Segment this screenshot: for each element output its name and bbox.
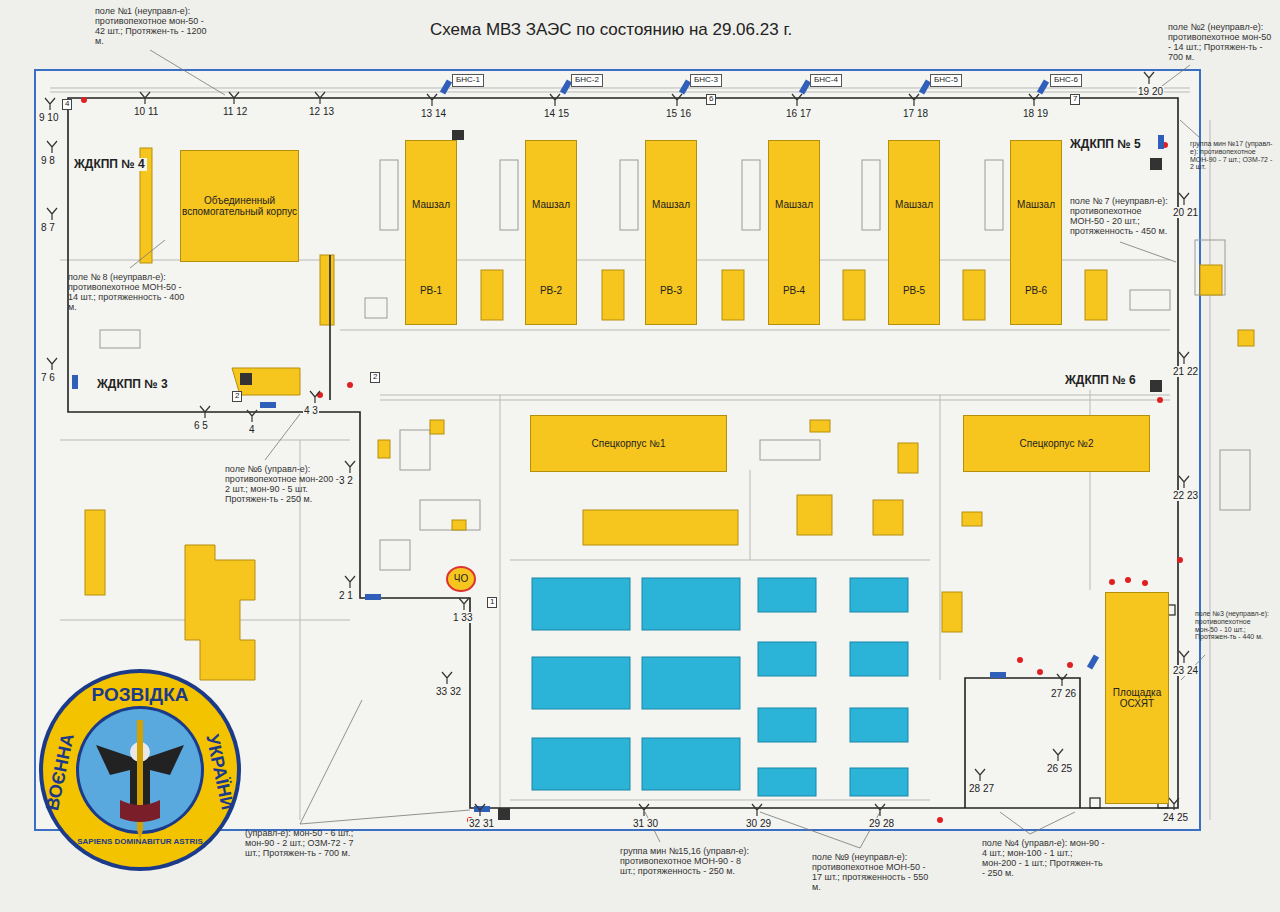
building-label: РВ-3	[660, 285, 682, 297]
minefield-note: поле №1 (неуправл-е): противопехотное мо…	[95, 6, 207, 46]
marker-number: 1 33	[452, 612, 473, 623]
reactor-building: МашзалРВ-3	[645, 140, 697, 325]
marker-number: 19 20	[1137, 86, 1164, 97]
building-label: Машзал	[532, 199, 570, 211]
building-label: РВ-2	[540, 285, 562, 297]
pump-station-label: БНС-3	[690, 74, 722, 87]
marker-number: 2 1	[338, 590, 354, 601]
reactor-building: МашзалРВ-4	[768, 140, 820, 325]
marker-number: 20 21	[1172, 207, 1199, 218]
marker-number: 8 7	[40, 222, 56, 233]
pump-station-label: БНС-2	[571, 74, 603, 87]
building-label: РВ-6	[1025, 285, 1047, 297]
building-label: Машзал	[1017, 199, 1055, 211]
marker-number: 4 3	[303, 405, 319, 416]
callout-number: 2	[370, 372, 380, 383]
emblem-text: РОЗВІДКА	[92, 684, 189, 705]
reactor-building: МашзалРВ-1	[405, 140, 457, 325]
pump-station-label: БНС-4	[810, 74, 842, 87]
minefield-note: поле № 8 (неуправл-е): противопехотное М…	[68, 272, 188, 312]
marker-number: 10 11	[133, 106, 159, 117]
building-label: Машзал	[895, 199, 933, 211]
marker-number: 22 23	[1172, 490, 1199, 501]
marker-number: 24 25	[1162, 812, 1189, 823]
minefield-note: поле №2 (неуправл-е): противопехотное мо…	[1168, 22, 1274, 62]
circle-marker: ЧО	[446, 566, 476, 592]
marker-number: 9 10	[38, 112, 59, 123]
marker-number: 28 27	[968, 783, 995, 794]
minefield-note: поле №6 (управл-е): противопехотное мон-…	[225, 464, 345, 504]
building: Площадка ОСХЯТ	[1105, 592, 1169, 804]
checkpoint-label: ЖДКПП № 6	[1063, 374, 1138, 387]
marker-number: 6 5	[193, 420, 209, 431]
marker-number: 11 12	[222, 106, 248, 117]
building-label: Спецкорпус №1	[592, 438, 666, 450]
building-label: Спецкорпус №2	[1020, 438, 1094, 450]
building-label: ЧО	[454, 573, 468, 585]
marker-number: 17 18	[902, 108, 929, 119]
building: Объединенный вспомогательный корпус	[180, 150, 299, 262]
callout-number: 1	[487, 597, 497, 608]
minefield-note: группа мин №15,16 (управл-е): противопех…	[620, 846, 750, 876]
building-label: РВ-5	[903, 285, 925, 297]
pump-station-label: БНС-6	[1050, 74, 1082, 87]
minefield-note: поле №3 (неуправл-е): противопехотное мо…	[1195, 610, 1275, 641]
marker-number: 14 15	[543, 108, 570, 119]
minefield-note: группа мин №17 (управл-е): противопехотн…	[1190, 140, 1274, 171]
callout-number: 6	[706, 94, 716, 105]
checkpoint-label: ЖДКПП № 5	[1068, 138, 1143, 151]
pump-station-label: БНС-5	[930, 74, 962, 87]
minefield-note: поле №9 (неуправл-е): противопехотное МО…	[812, 852, 932, 892]
checkpoint-label: ЖДКПП № 4	[72, 158, 147, 171]
building-label: РВ-4	[783, 285, 805, 297]
building-label: РВ-1	[420, 285, 442, 297]
building: Спецкорпус №2	[963, 415, 1150, 472]
callout-number: 2	[232, 391, 242, 402]
emblem-text: SAPIENS DOMINABITUR ASTRIS	[77, 838, 203, 847]
marker-number: 4	[248, 424, 256, 435]
marker-number: 18 19	[1022, 108, 1049, 119]
map-title: Схема МВЗ ЗАЭС по состоянию на 29.06.23 …	[430, 20, 792, 39]
marker-number: 33 32	[435, 686, 462, 697]
minefield-note: поле №4 (управл-е): мон-90 - 4 шт.; мон-…	[982, 838, 1107, 878]
marker-number: 15 16	[665, 108, 692, 119]
marker-number: 30 29	[745, 818, 772, 829]
marker-number: 26 25	[1046, 763, 1073, 774]
marker-number: 9 8	[40, 155, 56, 166]
marker-number: 31 30	[632, 818, 659, 829]
marker-number: 7 6	[40, 372, 56, 383]
building: Спецкорпус №1	[530, 415, 727, 472]
marker-number: 27 26	[1050, 688, 1077, 699]
marker-number: 3 2	[338, 475, 354, 486]
reactor-building: МашзалРВ-5	[888, 140, 940, 325]
building-label: Машзал	[652, 199, 690, 211]
checkpoint-label: ЖДКПП № 3	[95, 378, 170, 391]
marker-number: 32 31	[468, 818, 495, 829]
marker-number: 16 17	[785, 108, 812, 119]
building-label: Объединенный вспомогательный корпус	[181, 195, 298, 218]
marker-number: 13 14	[420, 108, 447, 119]
building-label: Машзал	[775, 199, 813, 211]
callout-number: 7	[1070, 94, 1080, 105]
marker-number: 23 24	[1172, 665, 1199, 676]
pump-station-label: БНС-1	[452, 74, 484, 87]
building-label: Машзал	[412, 199, 450, 211]
callout-number: 4	[62, 99, 72, 110]
reactor-building: МашзалРВ-6	[1010, 140, 1062, 325]
minefield-note: поле № 7 (неуправл-е): противопехотное М…	[1070, 196, 1170, 236]
minefield-note: (управл-е): мон-50 - 6 шт.; мон-90 - 2 ш…	[245, 828, 355, 858]
marker-number: 12 13	[308, 106, 335, 117]
marker-number: 29 28	[868, 818, 895, 829]
reactor-building: МашзалРВ-2	[525, 140, 577, 325]
building-label: Площадка ОСХЯТ	[1106, 687, 1168, 710]
marker-number: 21 22	[1172, 366, 1199, 377]
